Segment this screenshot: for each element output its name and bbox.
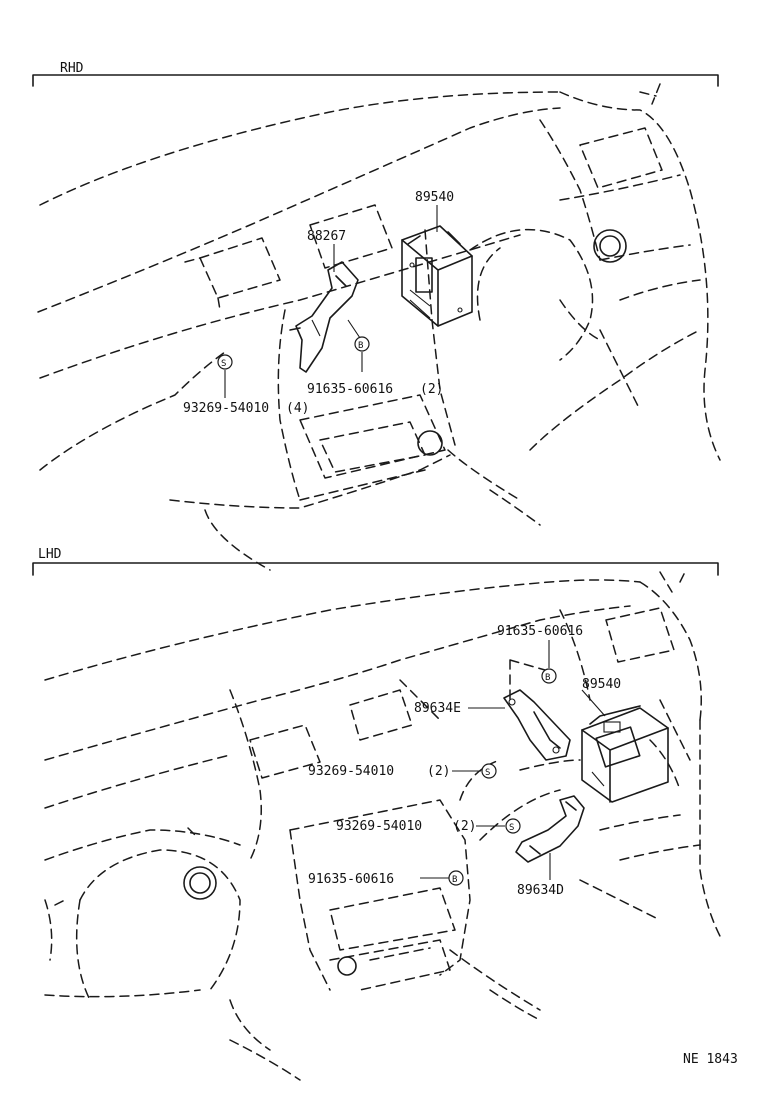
lhd-leader-89540	[581, 689, 606, 717]
rhd-screw-symbol: S	[217, 354, 233, 370]
lhd-part-93269-54010-a: 93269-54010	[308, 764, 394, 779]
rhd-computer-unit	[401, 225, 473, 327]
lhd-frame-line	[32, 562, 719, 576]
lhd-part-89634D: 89634D	[517, 883, 564, 898]
svg-text:S: S	[485, 768, 490, 778]
rhd-section: RHD	[32, 61, 721, 571]
rhd-leader-bolt	[347, 319, 363, 372]
rhd-label: RHD	[60, 61, 84, 76]
lhd-bracket-e	[503, 689, 571, 761]
lhd-bracket-d	[515, 795, 585, 863]
rhd-screw-qty: (4)	[286, 401, 309, 416]
lhd-part-89540: 89540	[582, 677, 621, 692]
lhd-screw-2-qty: (2)	[453, 819, 476, 834]
svg-text:B: B	[452, 875, 457, 885]
rhd-part-93269-54010: 93269-54010	[183, 401, 269, 416]
rhd-part-88267: 88267	[307, 229, 346, 244]
lhd-section: LHD	[32, 547, 723, 1081]
lhd-bolt-symbol-top: B	[541, 668, 557, 684]
svg-text:B: B	[358, 341, 363, 351]
lhd-part-91635-60616-top: 91635-60616	[497, 624, 583, 639]
lhd-bolt-symbol-bottom: B	[448, 870, 464, 886]
rhd-bolt-symbol: B	[354, 336, 370, 352]
rhd-bolt-qty: (2)	[420, 382, 443, 397]
diagram-code: NE 1843	[683, 1052, 738, 1067]
rhd-part-89540: 89540	[415, 190, 454, 205]
lhd-screw-symbol-1: S	[481, 763, 497, 779]
rhd-dashboard-outline	[37, 83, 721, 571]
lhd-part-93269-54010-b: 93269-54010	[336, 819, 422, 834]
svg-text:B: B	[545, 673, 550, 683]
lhd-computer-unit	[581, 705, 669, 803]
svg-text:S: S	[221, 359, 226, 369]
lhd-label: LHD	[38, 547, 62, 562]
lhd-screw-1-qty: (2)	[427, 764, 450, 779]
rhd-frame-line	[32, 74, 719, 87]
lhd-screw-symbol-2: S	[505, 818, 521, 834]
svg-text:S: S	[509, 823, 514, 833]
rhd-part-91635-60616: 91635-60616	[307, 382, 393, 397]
lhd-part-91635-60616-bottom: 91635-60616	[308, 872, 394, 887]
lhd-dashboard-outline	[44, 569, 723, 1081]
rhd-bracket	[289, 261, 359, 373]
lhd-part-89634E: 89634E	[414, 701, 461, 716]
